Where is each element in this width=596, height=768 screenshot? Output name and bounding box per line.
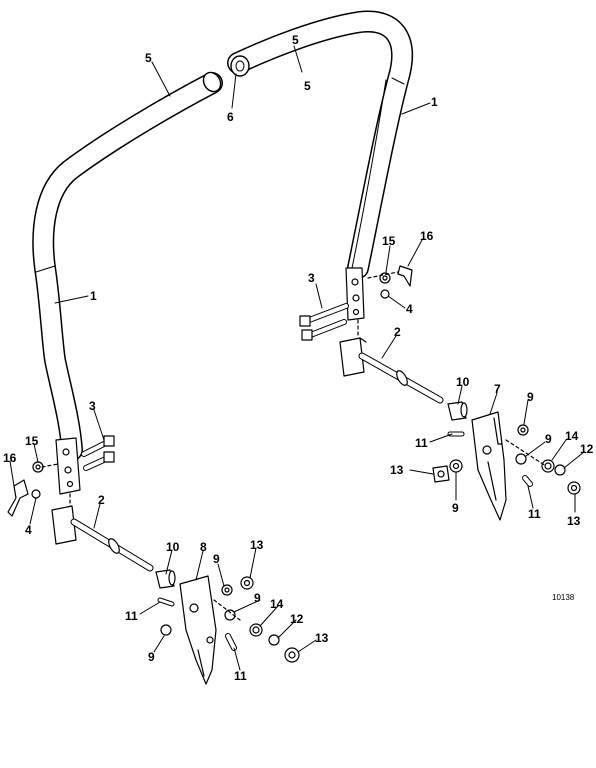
- left-mount-bracket: [7, 435, 115, 545]
- left-pivot-shaft: [70, 518, 176, 589]
- callout-10-left: 10: [166, 540, 180, 554]
- callout-12-right: 12: [580, 442, 594, 456]
- callout-11-left-a: 11: [125, 609, 138, 623]
- callout-9-right-a: 9: [527, 390, 534, 404]
- callout-3-left: 3: [89, 399, 96, 413]
- callout-11-left-b: 11: [234, 669, 247, 683]
- right-mount-bracket: [299, 265, 413, 377]
- callout-14-left: 14: [270, 597, 284, 611]
- callout-9-right-b: 9: [545, 432, 552, 446]
- callout-9-left-a: 9: [213, 552, 220, 566]
- left-roll-bar: [32, 71, 223, 461]
- callout-13-right-a: 13: [390, 463, 404, 477]
- callout-13-left-a: 13: [250, 538, 264, 552]
- callout-13-left-b: 13: [315, 631, 329, 645]
- callout-4-left: 4: [25, 523, 32, 537]
- callout-11-right-b: 11: [528, 507, 541, 521]
- callout-12-left: 12: [290, 612, 304, 626]
- callout-3-right: 3: [308, 271, 315, 285]
- left-latch-plate: [157, 575, 300, 685]
- callout-2-right: 2: [394, 325, 401, 339]
- callout-7: 7: [494, 382, 501, 396]
- callout-1-right: 1: [431, 95, 438, 109]
- leader-lines: [9, 45, 585, 671]
- callout-2-left: 2: [98, 493, 105, 507]
- callout-5-right-lower: 5: [304, 79, 311, 93]
- right-pivot-shaft: [358, 352, 468, 421]
- callout-11-right-a: 11: [415, 436, 428, 450]
- callout-16-right: 16: [420, 229, 434, 243]
- callout-9-left-b: 9: [254, 591, 261, 605]
- callout-8: 8: [200, 540, 207, 554]
- figure-number: 10138: [552, 593, 575, 602]
- callout-10-right: 10: [456, 375, 470, 389]
- right-roll-bar: [227, 10, 413, 279]
- callout-5-right: 5: [292, 33, 299, 47]
- callout-13-right-b: 13: [567, 514, 581, 528]
- callout-6: 6: [227, 110, 234, 124]
- right-latch-plate: [432, 411, 581, 521]
- callout-4-right: 4: [406, 302, 413, 316]
- callout-9-right-c: 9: [452, 501, 459, 515]
- callout-16-left: 16: [3, 451, 17, 465]
- callout-1-left: 1: [90, 289, 97, 303]
- callout-15-left: 15: [25, 434, 39, 448]
- callout-15-right: 15: [382, 234, 396, 248]
- callout-5-left: 5: [145, 51, 152, 65]
- callout-9-left-c: 9: [148, 650, 155, 664]
- callout-14-right: 14: [565, 429, 579, 443]
